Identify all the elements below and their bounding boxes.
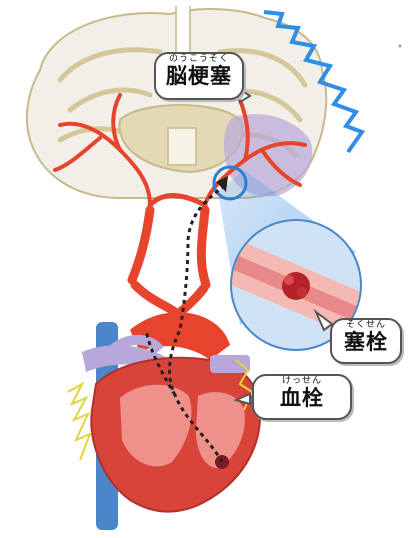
embolus-label-text: 塞栓	[332, 330, 400, 354]
thrombus-label: けっせん 血栓	[252, 374, 352, 420]
stroke-label-text: 脳梗塞	[156, 64, 242, 88]
thrombus-label-text: 血栓	[254, 386, 350, 410]
thrombus-label-ruby: けっせん	[254, 376, 350, 386]
embolus-label: そくせん 塞栓	[330, 318, 402, 364]
embolus-label-ruby: そくせん	[332, 320, 400, 330]
carotid-arteries	[132, 210, 206, 314]
stroke-label: のうこうそく 脳梗塞	[154, 52, 244, 100]
stroke-label-ruby: のうこうそく	[156, 54, 242, 64]
speck	[399, 45, 402, 48]
heart	[68, 312, 260, 530]
